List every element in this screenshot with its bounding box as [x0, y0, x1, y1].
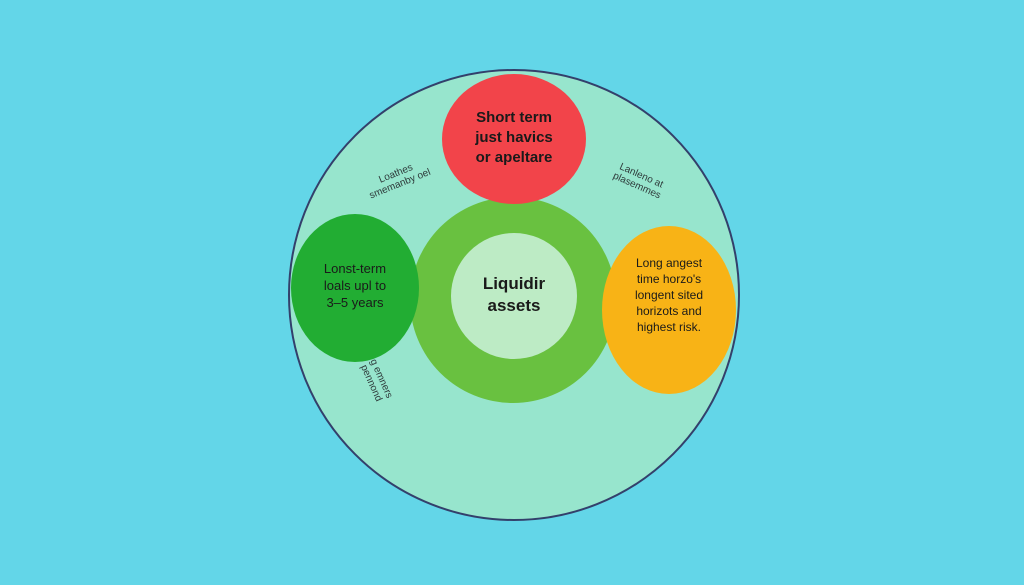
long-horizon-label: Long angest time horzo's longent sited h… — [634, 256, 704, 334]
liquid-assets-label: Liquidir assets — [482, 274, 546, 315]
center-core — [451, 233, 577, 359]
long-term-label: Lonst-term loals upl to 3–5 years — [323, 260, 387, 310]
short-term-bubble — [442, 74, 586, 204]
long-term-bubble — [291, 214, 419, 362]
short-term-label: Short term just havics or apeltare — [475, 109, 553, 166]
long-horizon-bubble — [602, 226, 736, 394]
